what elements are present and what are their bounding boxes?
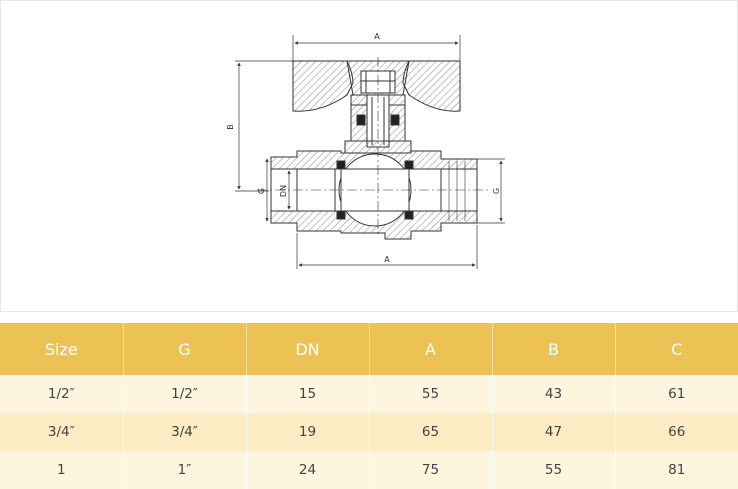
cell-g: 3/4″ bbox=[123, 413, 247, 451]
dim-label-g-left: G bbox=[257, 188, 266, 194]
cell-a: 65 bbox=[369, 413, 493, 451]
cell-size: 3/4″ bbox=[0, 413, 124, 451]
dim-label-g-right: G bbox=[492, 188, 501, 194]
cell-dn: 24 bbox=[246, 451, 370, 489]
cell-size: 1/2″ bbox=[0, 375, 124, 413]
cell-b: 55 bbox=[492, 451, 616, 489]
cell-dn: 19 bbox=[246, 413, 370, 451]
table-row: 3/4″ 3/4″ 19 65 47 66 bbox=[0, 413, 738, 451]
cell-c: 66 bbox=[615, 413, 738, 451]
technical-drawing-panel: A A B G DN G bbox=[0, 0, 738, 312]
header-c: C bbox=[615, 323, 738, 375]
ball-valve-drawing: A A B G DN G bbox=[226, 32, 505, 269]
table-row: 1/2″ 1/2″ 15 55 43 61 bbox=[0, 375, 738, 413]
specification-table: Size G DN A B C 1/2″ 1/2″ 15 55 43 61 3/… bbox=[0, 323, 738, 489]
cell-c: 61 bbox=[615, 375, 738, 413]
cell-b: 43 bbox=[492, 375, 616, 413]
cell-g: 1″ bbox=[123, 451, 247, 489]
dim-label-b: B bbox=[226, 124, 235, 130]
cell-c: 81 bbox=[615, 451, 738, 489]
cell-a: 55 bbox=[369, 375, 493, 413]
cell-g: 1/2″ bbox=[123, 375, 247, 413]
cell-dn: 15 bbox=[246, 375, 370, 413]
cell-a: 75 bbox=[369, 451, 493, 489]
dim-label-dn: DN bbox=[279, 185, 288, 197]
cell-b: 47 bbox=[492, 413, 616, 451]
header-b: B bbox=[492, 323, 616, 375]
dim-label-a-top: A bbox=[374, 32, 380, 41]
table-header-row: Size G DN A B C bbox=[0, 323, 738, 375]
header-g: G bbox=[123, 323, 247, 375]
header-a: A bbox=[369, 323, 493, 375]
cell-size: 1 bbox=[0, 451, 124, 489]
table-row: 1 1″ 24 75 55 81 bbox=[0, 451, 738, 489]
header-size: Size bbox=[0, 323, 124, 375]
dim-label-a-bottom: A bbox=[384, 255, 390, 264]
header-dn: DN bbox=[246, 323, 370, 375]
